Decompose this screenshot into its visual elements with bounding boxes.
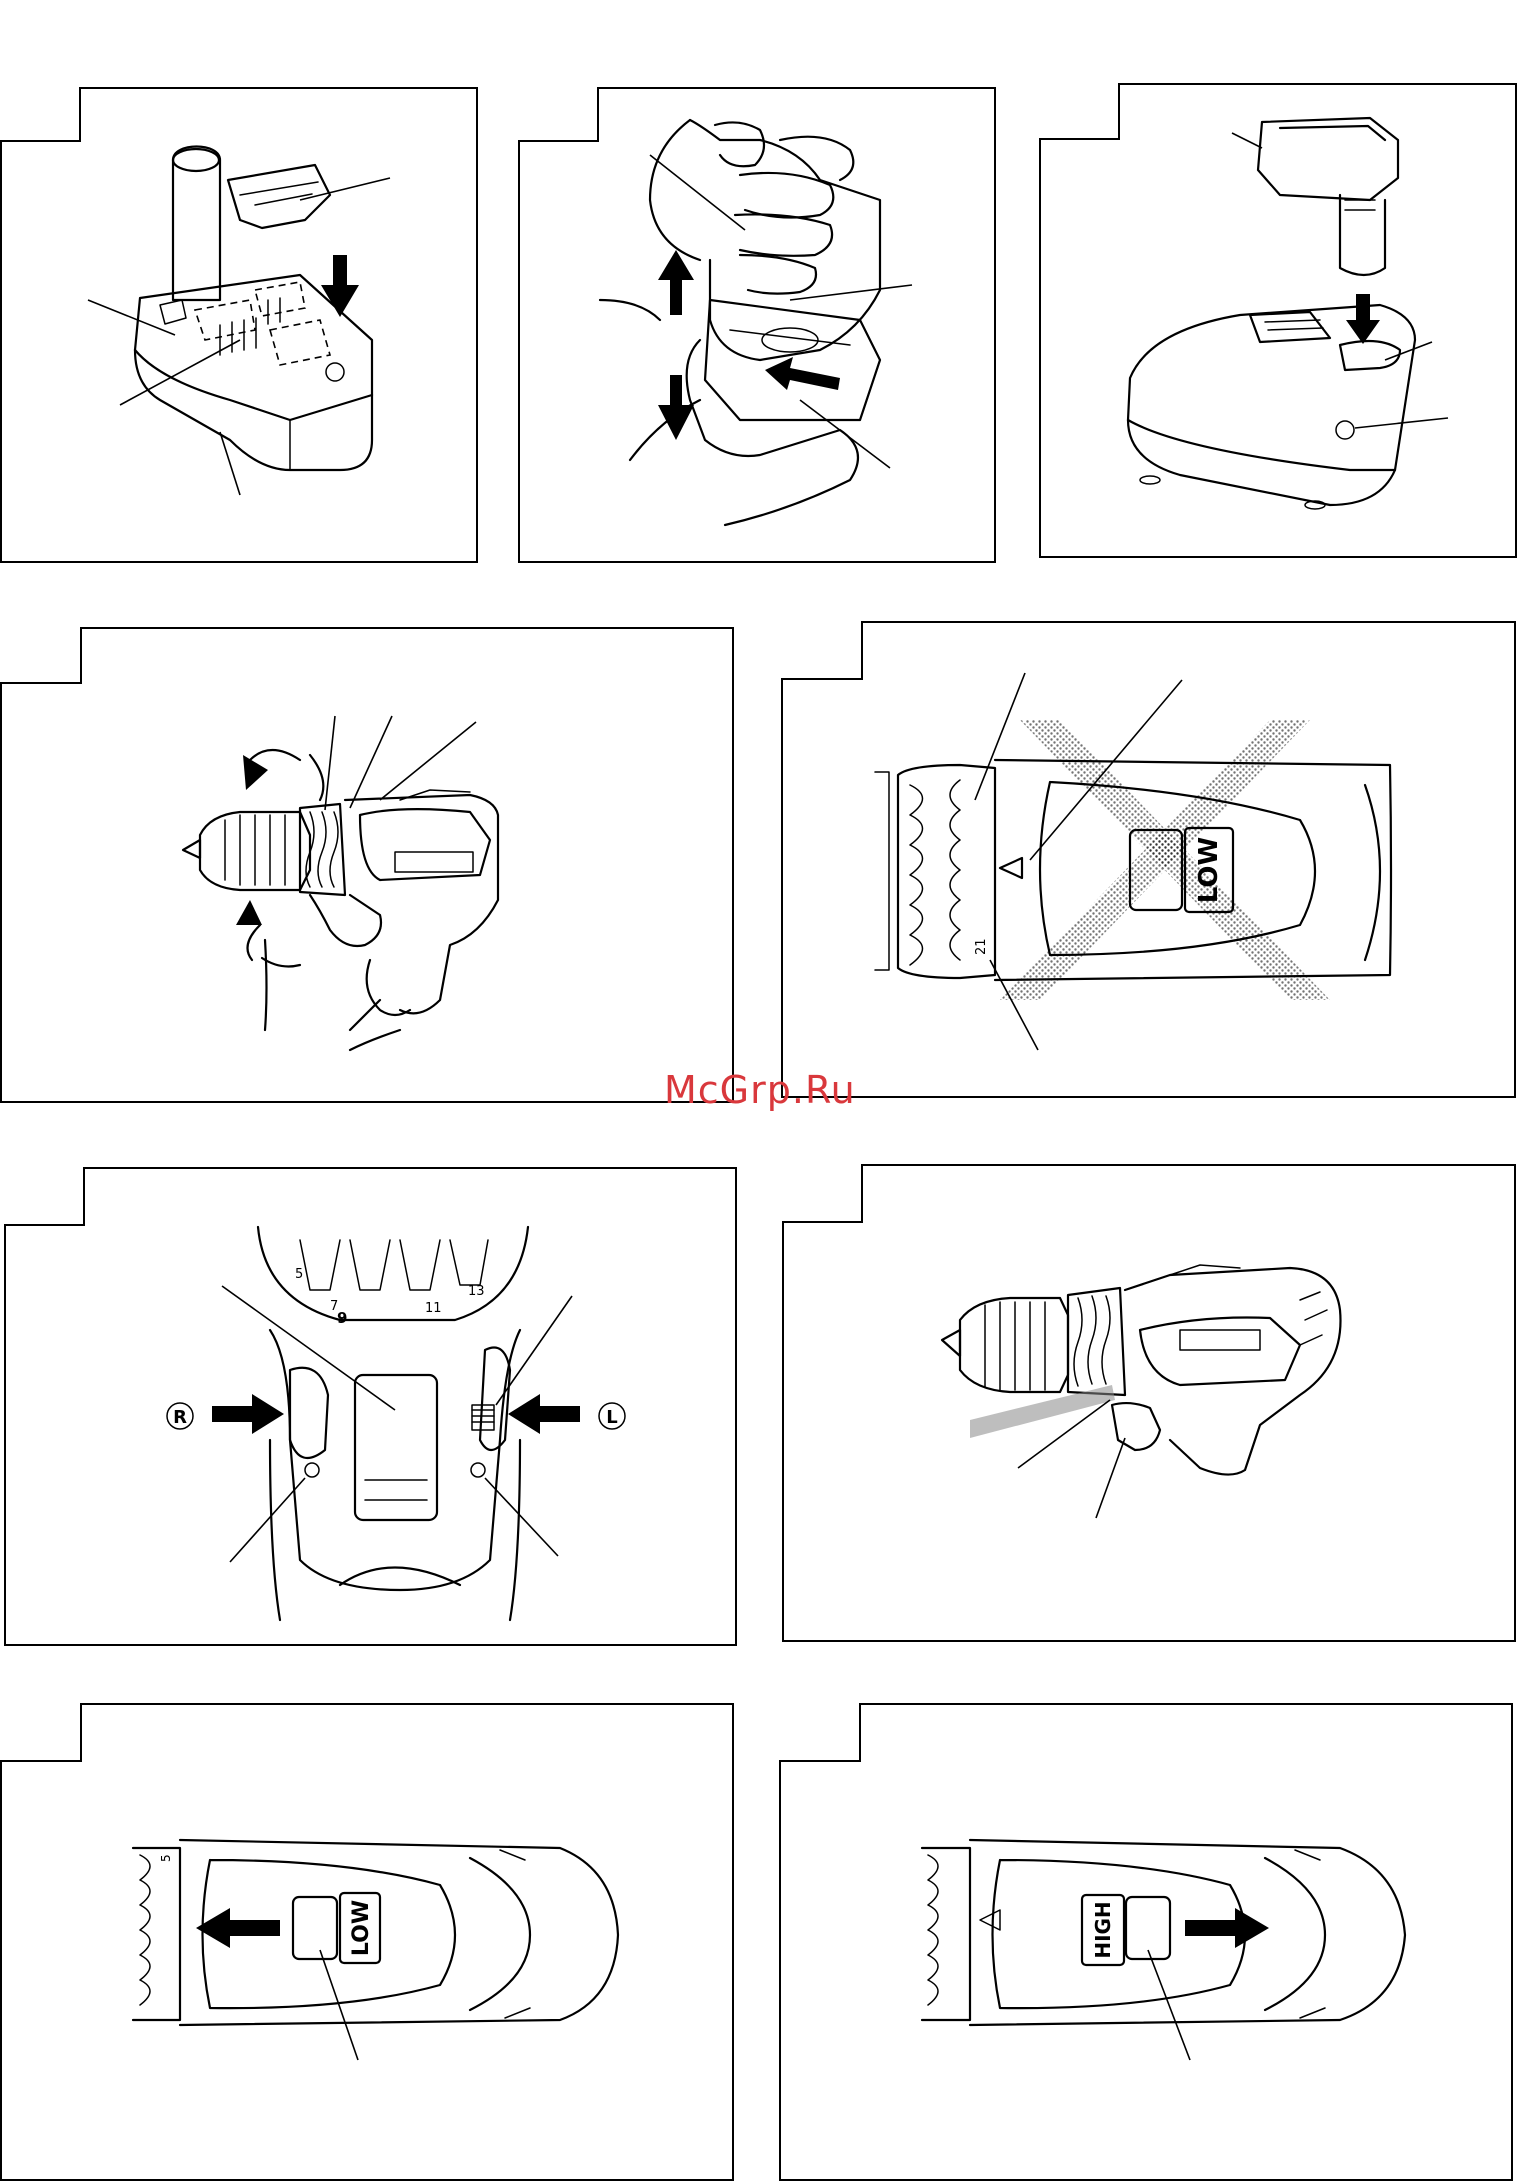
watermark: McGrp.Ru bbox=[664, 1068, 856, 1112]
clutch-mark: 21 bbox=[974, 938, 989, 955]
figure-3-charger bbox=[1040, 84, 1516, 557]
dial-number-13: 13 bbox=[468, 1284, 485, 1299]
dial-number-5: 5 bbox=[295, 1267, 303, 1282]
forward-symbol-l: L bbox=[606, 1407, 617, 1428]
figure-frame bbox=[5, 1168, 736, 1645]
dial-number-9: 9 bbox=[337, 1309, 347, 1327]
figure-frame bbox=[780, 1704, 1512, 2180]
figure-frame bbox=[519, 88, 995, 562]
switch-label-high: HIGH bbox=[1091, 1901, 1115, 1958]
figure-5-speed-switch-warning: LOW 21 bbox=[782, 622, 1515, 1097]
dial-number-11: 11 bbox=[425, 1301, 442, 1316]
scale-mark: 5 bbox=[159, 1854, 173, 1862]
figure-7-drill-light bbox=[783, 1165, 1515, 1641]
figure-8-speed-low: 5 LOW bbox=[1, 1704, 733, 2180]
switch-label-low: LOW bbox=[349, 1900, 374, 1956]
figure-1-battery-cover bbox=[1, 88, 477, 562]
figure-4-chuck-rotation bbox=[1, 628, 733, 1102]
figure-frame bbox=[783, 1165, 1515, 1641]
figure-6-reversing-switch: 5 7 9 11 13 R L bbox=[5, 1168, 736, 1645]
figure-frame bbox=[1040, 84, 1516, 557]
figure-2-battery-removal bbox=[519, 88, 995, 562]
figure-9-speed-high: HIGH bbox=[780, 1704, 1512, 2180]
reverse-symbol-r: R bbox=[173, 1407, 187, 1428]
